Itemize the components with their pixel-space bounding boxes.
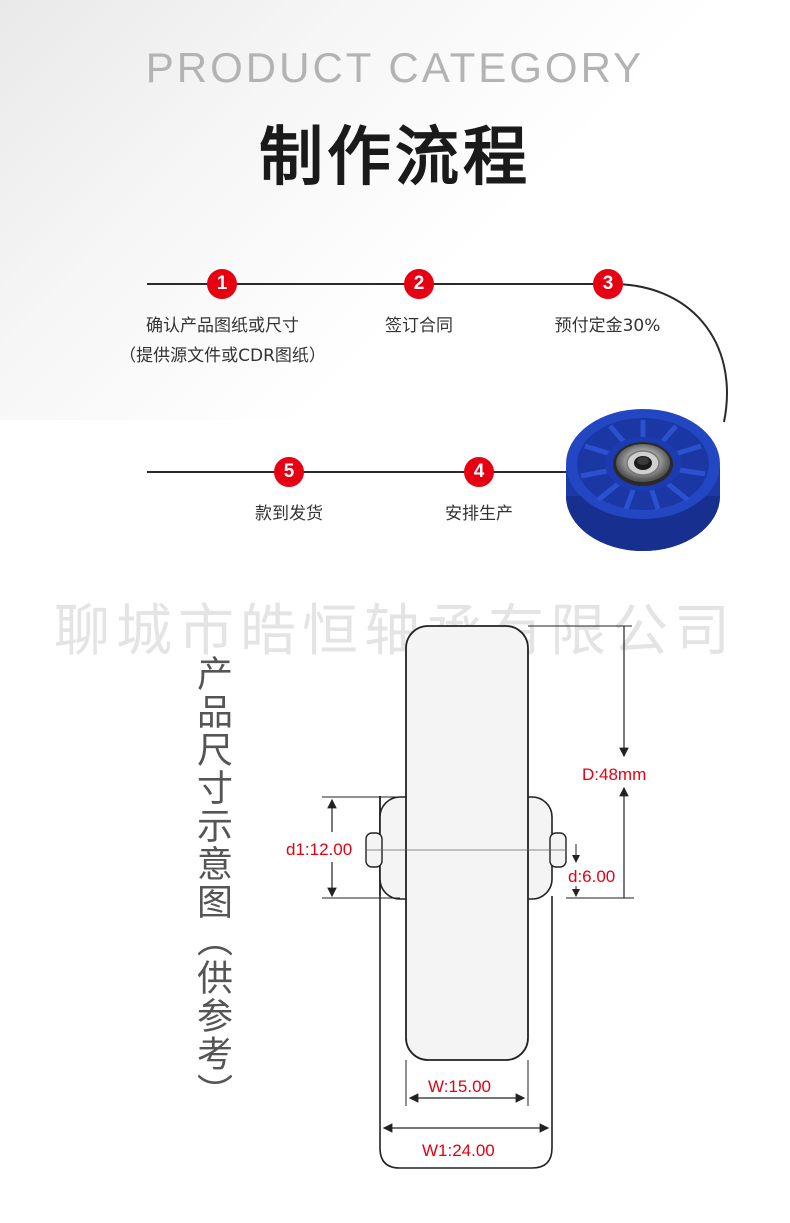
dimension-d1: d1:12.00 — [286, 796, 400, 899]
dimension-W: W:15.00 — [405, 1060, 529, 1106]
step-4-label: 安排生产 — [445, 504, 513, 524]
tire-profile — [405, 625, 529, 1061]
step-4-badge: 4 — [464, 457, 494, 487]
housing-outline — [379, 795, 553, 1169]
dimension-W1: W1:24.00 — [382, 1123, 550, 1160]
step-3-label: 预付定金30% — [554, 316, 661, 336]
step-5-label: 款到发货 — [255, 504, 323, 524]
dimension-d1-label: d1:12.00 — [286, 840, 352, 859]
section-subtitle: PRODUCT CATEGORY — [145, 44, 645, 91]
step-1-label: 确认产品图纸或尺寸 （提供源文件或CDR图纸） — [100, 311, 345, 371]
dimension-W1-label: W1:24.00 — [422, 1141, 495, 1160]
step-1-text: 确认产品图纸或尺寸 — [146, 316, 299, 336]
wheel-product-image — [566, 409, 720, 551]
step-1-badge: 1 — [207, 269, 237, 299]
dimension-d-label: d:6.00 — [568, 867, 615, 886]
flow-line-bottom — [147, 471, 587, 473]
section-title: 制作流程 — [259, 121, 531, 195]
step-2-label: 签订合同 — [385, 316, 453, 336]
dimension-W-label: W:15.00 — [428, 1077, 491, 1096]
step-1-note: （提供源文件或CDR图纸） — [119, 346, 326, 366]
dimension-diagram: D:48mm d1:12.00 d:6.00 W:15.00 W1:24.00 — [286, 625, 646, 1169]
flow-line-top — [147, 283, 607, 285]
step-3-badge: 3 — [593, 269, 623, 299]
dimension-d: d:6.00 — [566, 844, 634, 899]
company-watermark: 聊城市皓恒轴承有限公司 — [54, 599, 736, 664]
dimension-D-label: D:48mm — [582, 765, 646, 784]
header-background — [0, 0, 790, 420]
diagram-title: 产品尺寸示意图（供参考） — [191, 655, 232, 1111]
step-2-badge: 2 — [404, 269, 434, 299]
flow-connector-curve — [607, 282, 728, 423]
dimension-D: D:48mm — [528, 625, 646, 898]
step-5-badge: 5 — [274, 457, 304, 487]
